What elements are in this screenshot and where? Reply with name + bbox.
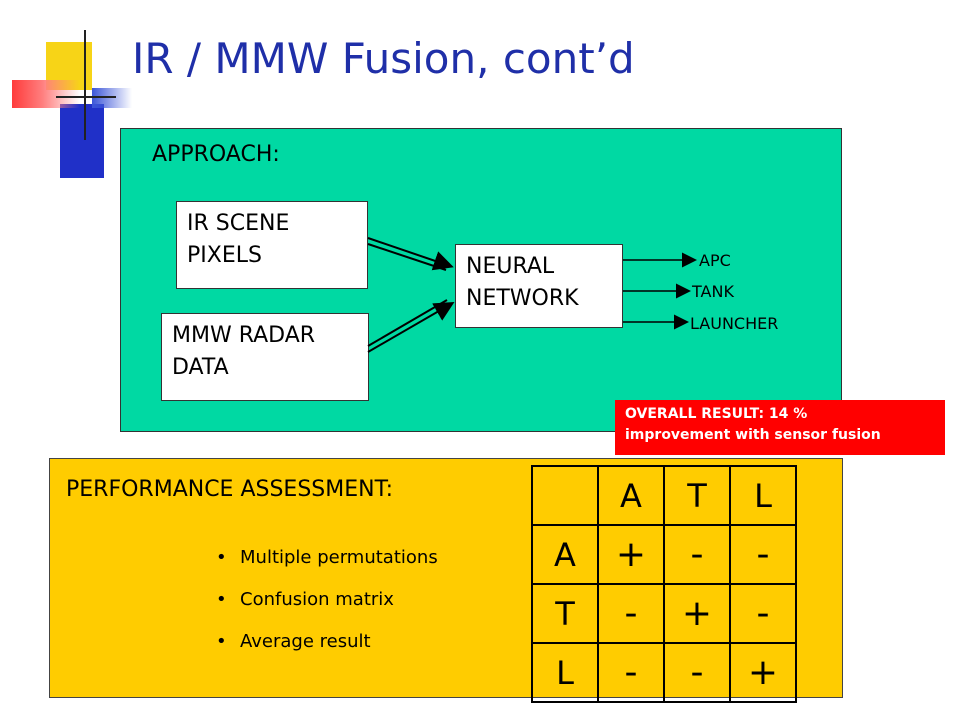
matrix-row: A + - -: [531, 524, 797, 585]
ir-scene-box: IR SCENE PIXELS: [176, 201, 368, 289]
ir-scene-line1: IR SCENE: [187, 211, 290, 236]
mmw-radar-line1: MMW RADAR: [172, 323, 316, 348]
matrix-header-row: A T L: [531, 465, 797, 526]
performance-bullet-list: Multiple permutations Confusion matrix A…: [216, 540, 438, 666]
output-label-launcher: LAUNCHER: [690, 314, 779, 333]
matrix-header-cell: T: [663, 465, 731, 526]
logo-square-red: [12, 80, 80, 108]
list-item: Multiple permutations: [216, 540, 438, 582]
neural-network-line2: NETWORK: [466, 286, 579, 311]
performance-label: PERFORMANCE ASSESSMENT:: [66, 477, 394, 502]
overall-result-line1: OVERALL RESULT: 14 %: [625, 406, 808, 422]
mmw-radar-box: MMW RADAR DATA: [161, 313, 369, 401]
matrix-cell: -: [729, 583, 797, 644]
neural-network-line1: NEURAL: [466, 254, 555, 279]
logo-line-horizontal: [56, 96, 116, 98]
neural-network-box: NEURAL NETWORK: [455, 244, 623, 328]
matrix-header-cell: A: [597, 465, 665, 526]
matrix-row-header: L: [531, 642, 599, 703]
slide-title: IR / MMW Fusion, cont’d: [132, 34, 635, 83]
matrix-row: L - - +: [531, 642, 797, 703]
matrix-header-cell: L: [729, 465, 797, 526]
matrix-cell: +: [663, 583, 731, 644]
logo-square-blue-fade: [92, 88, 132, 108]
mmw-radar-line2: DATA: [172, 355, 229, 380]
ir-scene-line2: PIXELS: [187, 243, 262, 268]
confusion-matrix: A T L A + - - T - + - L - - +: [531, 465, 797, 703]
matrix-cell: -: [729, 524, 797, 585]
output-label-apc: APC: [699, 251, 731, 270]
matrix-row-header: T: [531, 583, 599, 644]
logo-square-blue: [60, 104, 104, 178]
matrix-row: T - + -: [531, 583, 797, 644]
list-item: Confusion matrix: [216, 582, 438, 624]
matrix-cell: -: [663, 642, 731, 703]
list-item: Average result: [216, 624, 438, 666]
matrix-row-header: A: [531, 524, 599, 585]
matrix-cell: +: [597, 524, 665, 585]
approach-label: APPROACH:: [152, 142, 280, 167]
matrix-cell: -: [597, 642, 665, 703]
overall-result-callout: OVERALL RESULT: 14 % improvement with se…: [615, 400, 945, 455]
matrix-cell: +: [729, 642, 797, 703]
output-label-tank: TANK: [692, 282, 734, 301]
matrix-corner-cell: [531, 465, 599, 526]
matrix-cell: -: [597, 583, 665, 644]
logo-line-vertical: [84, 30, 86, 140]
overall-result-line2: improvement with sensor fusion: [625, 427, 881, 443]
matrix-cell: -: [663, 524, 731, 585]
